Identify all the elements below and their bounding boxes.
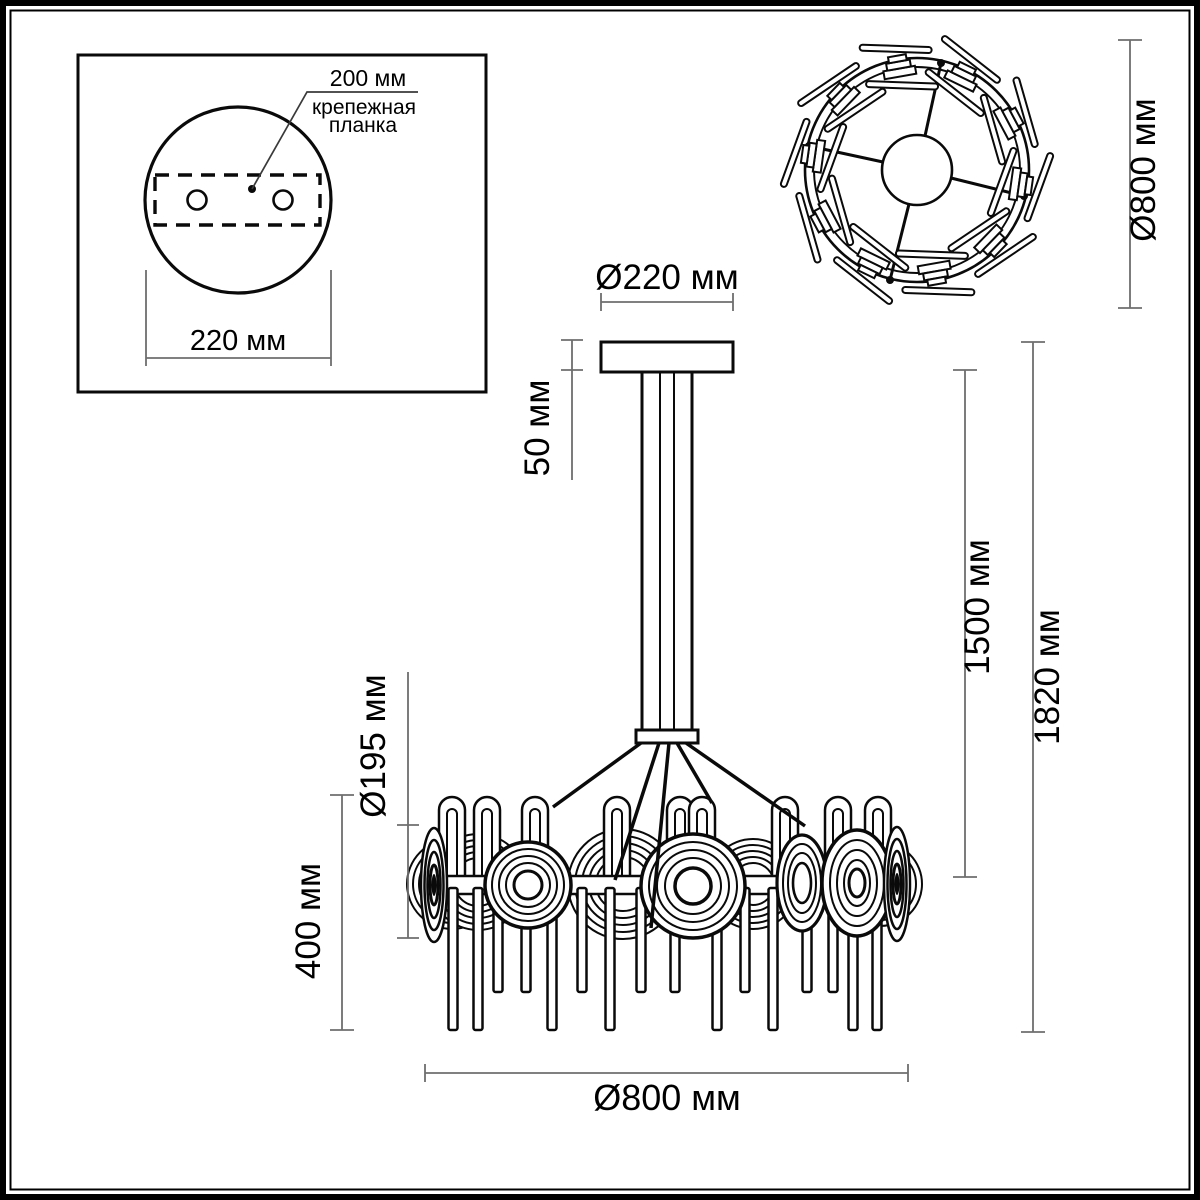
disc-edge-right (882, 825, 912, 943)
dimension-labels: Ø220 мм 50 мм 1500 мм 1820 мм Ø195 мм 40… (289, 258, 1067, 1118)
ceiling-canopy (599, 340, 735, 374)
top-hub-circle (880, 133, 954, 207)
top-view-diameter-label: Ø800 мм (1124, 98, 1163, 241)
disc-diameter-dimension (397, 672, 419, 939)
shade-diameter-label: Ø800 мм (593, 1077, 741, 1118)
plate-width-dimension (145, 270, 332, 366)
shade-diameter-dimension (424, 1064, 909, 1082)
rod-collar (634, 728, 700, 745)
leader-value-label: 200 мм (330, 65, 406, 91)
rod-length-label: 1500 мм (958, 539, 997, 675)
total-height-dimension (1021, 341, 1045, 1033)
total-height-label: 1820 мм (1028, 609, 1067, 745)
shade-height-label: 400 мм (289, 863, 328, 979)
plate-width-dim-label: 220 мм (190, 325, 286, 357)
canopy-diameter-dimension (600, 293, 734, 311)
dimension-lines (330, 293, 1045, 1082)
mounting-plate-dashed (153, 173, 322, 227)
rod-length-dimension (953, 369, 977, 878)
top-view-diameter-dimension (1118, 39, 1142, 309)
hanger-rods (640, 372, 694, 731)
canopy-height-label: 50 мм (518, 380, 557, 477)
canopy-circle (143, 105, 333, 295)
chandelier-top-view: Ø800 мм (778, 31, 1163, 309)
shade-height-dimension (330, 794, 354, 1031)
canopy-diameter-label: Ø220 мм (595, 258, 738, 297)
inner-frame-border (9, 9, 1191, 1191)
mounting-plate-inset: 200 мм крепежная планка 220 мм (76, 53, 488, 394)
mounting-hole-left (186, 189, 208, 211)
front-discs (419, 825, 912, 944)
chandelier-front-view (406, 340, 923, 1032)
disc-front-right-narrow (775, 833, 829, 933)
disc-diameter-label: Ø195 мм (354, 674, 393, 817)
top-ring-outer (803, 56, 1031, 284)
shade-band (406, 795, 923, 1032)
suspension-arms (551, 741, 807, 929)
mounting-hole-right (272, 189, 294, 211)
leader-text-line1: крепежная (312, 96, 416, 119)
disc-front-right (820, 828, 894, 938)
leader-line (251, 91, 418, 190)
disc-front-center (639, 832, 747, 940)
leader-text-line2: планка (329, 114, 398, 137)
disc-edge-left (419, 826, 449, 944)
disc-front-left (483, 840, 573, 930)
canopy-height-dimension (561, 339, 583, 480)
